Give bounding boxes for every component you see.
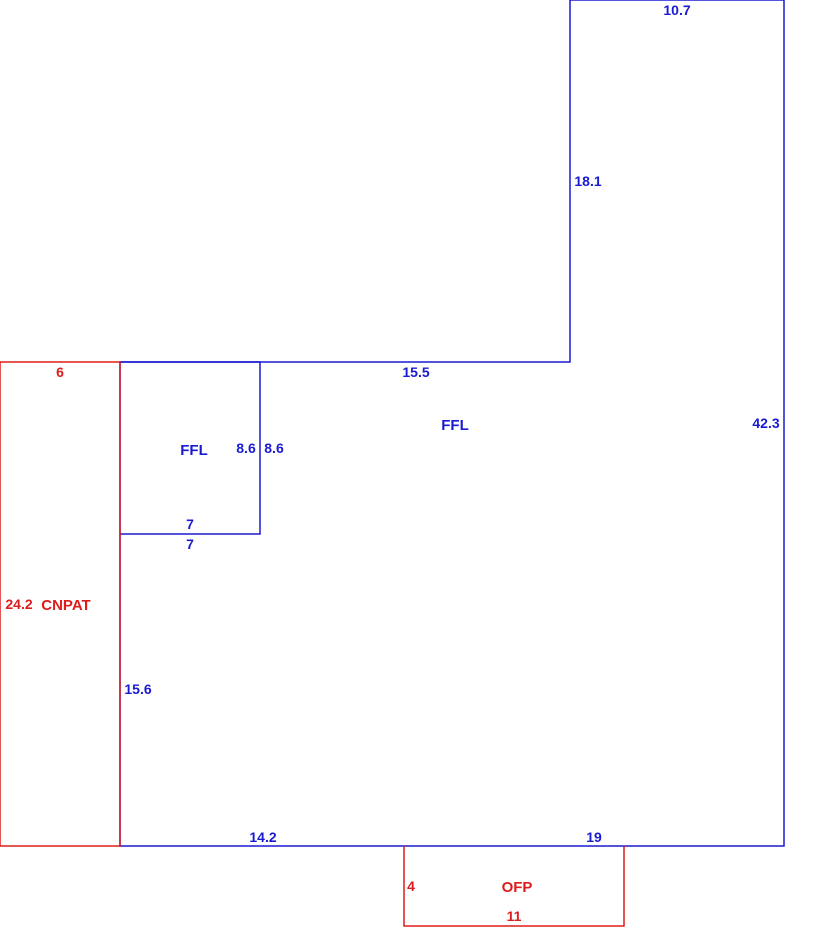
area-label-ffl-small: FFL [180, 442, 208, 459]
dim-right-upper-height: 18.1 [574, 173, 601, 189]
dim-bottom-right-width: 19 [586, 829, 602, 845]
dim-cnpat-height: 24.2 [5, 596, 32, 612]
dim-cnpat-width: 6 [56, 364, 64, 380]
area-label-ofp: OFP [502, 879, 533, 896]
area-label-ffl-main: FFL [441, 417, 469, 434]
dim-right-total-height: 42.3 [752, 415, 779, 431]
dim-top-right-width: 10.7 [663, 2, 690, 18]
dim-small-bottom-top: 7 [186, 516, 194, 532]
dim-small-bottom-bottom: 7 [186, 536, 194, 552]
dim-small-right-right: 8.6 [264, 440, 284, 456]
ofp-outline [403, 846, 625, 927]
dim-ofp-width: 11 [507, 908, 522, 924]
ffl-small-outline [120, 361, 261, 535]
dim-bottom-left-width: 14.2 [249, 829, 276, 845]
dim-small-right-left: 8.6 [236, 440, 256, 456]
dim-ofp-height: 4 [407, 878, 415, 894]
area-label-cnpat: CNPAT [41, 597, 90, 614]
cnpat-outline [0, 361, 121, 847]
dim-main-left-height: 15.6 [124, 681, 151, 697]
dim-main-top-width: 15.5 [402, 364, 429, 380]
